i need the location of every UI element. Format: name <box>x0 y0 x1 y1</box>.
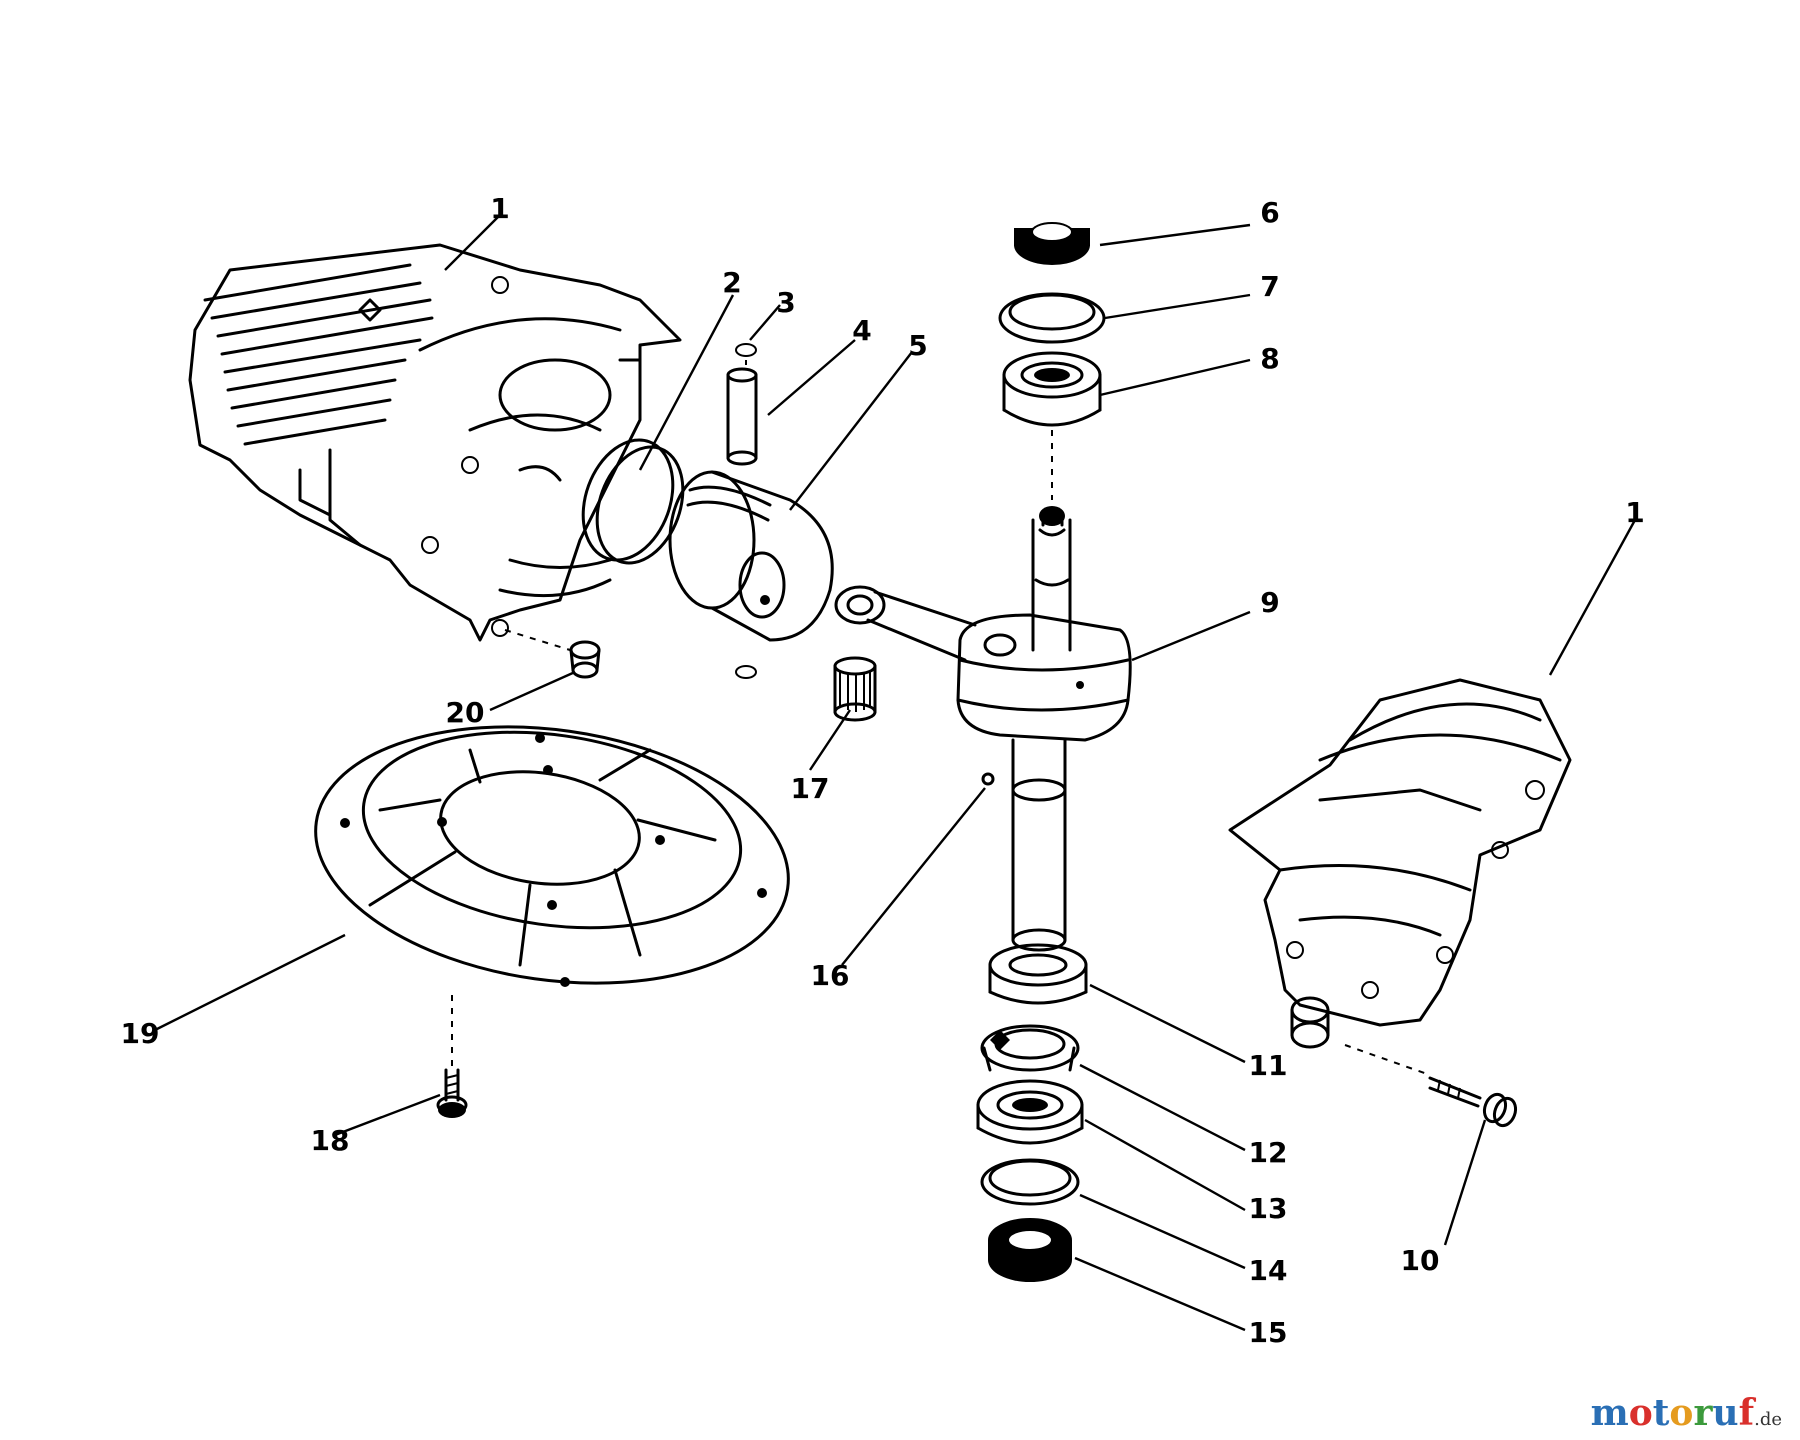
oil-seal-top <box>1014 222 1090 265</box>
circlip-bottom <box>735 665 757 679</box>
watermark-letter: f <box>1738 1392 1755 1434</box>
callout-4: 4 <box>852 314 871 347</box>
leader-lines <box>154 214 1637 1332</box>
callout-17: 17 <box>791 772 830 805</box>
watermark-letter: u <box>1712 1392 1739 1434</box>
callout-2: 2 <box>722 266 741 299</box>
cylinder-crankcase-left <box>188 243 682 642</box>
mounting-plate <box>314 725 790 987</box>
callout-13: 13 <box>1249 1192 1288 1225</box>
bolt-10 <box>1344 1044 1518 1128</box>
callout-16: 16 <box>811 959 850 992</box>
ball-16 <box>981 772 995 786</box>
callout-6: 6 <box>1260 196 1279 229</box>
crankshaft-assembly <box>834 506 1132 952</box>
piston-rings <box>581 438 685 565</box>
oil-seal-15 <box>988 1218 1072 1282</box>
piston-pin <box>726 367 758 466</box>
watermark-letter: r <box>1693 1392 1713 1434</box>
needle-bearing <box>833 656 877 722</box>
watermark-letter: m <box>1590 1392 1629 1434</box>
callout-7: 7 <box>1260 270 1279 303</box>
piston <box>668 470 834 642</box>
callout-14: 14 <box>1249 1254 1288 1287</box>
callout-8: 8 <box>1260 342 1279 375</box>
callout-18: 18 <box>311 1124 350 1157</box>
dowel-pin <box>569 640 601 679</box>
watermark-letter: o <box>1628 1392 1653 1434</box>
retainer-clip-12 <box>980 1024 1080 1072</box>
callout-9: 9 <box>1260 586 1279 619</box>
motoruf-watermark: motoruf.de <box>1591 1392 1782 1434</box>
watermark-suffix: .de <box>1754 1409 1782 1430</box>
ball-bearing-top <box>1002 351 1102 427</box>
callout-3: 3 <box>776 286 795 319</box>
callout-12: 12 <box>1249 1136 1288 1169</box>
watermark-letter: t <box>1652 1392 1670 1434</box>
callout-10: 10 <box>1401 1244 1440 1277</box>
callout-19: 19 <box>121 1017 160 1050</box>
retaining-ring-top <box>998 292 1106 344</box>
callout-labels: 1 2 3 4 5 6 7 8 9 1 10 11 12 13 14 15 16… <box>121 192 1645 1349</box>
main-bearing-11 <box>988 943 1088 1005</box>
axis-line-20 <box>504 629 571 651</box>
watermark-letter: o <box>1669 1392 1694 1434</box>
circlip-top <box>735 343 757 357</box>
retaining-ring-14 <box>980 1158 1080 1206</box>
callout-5: 5 <box>908 329 927 362</box>
callout-15: 15 <box>1249 1316 1288 1349</box>
callout-20: 20 <box>446 696 485 729</box>
crankcase-right <box>1228 678 1572 1049</box>
screw-18 <box>436 995 468 1118</box>
callout-1-left: 1 <box>490 192 509 225</box>
ball-bearing-13 <box>976 1079 1084 1145</box>
callout-11: 11 <box>1249 1049 1288 1082</box>
callout-1-right: 1 <box>1625 496 1644 529</box>
